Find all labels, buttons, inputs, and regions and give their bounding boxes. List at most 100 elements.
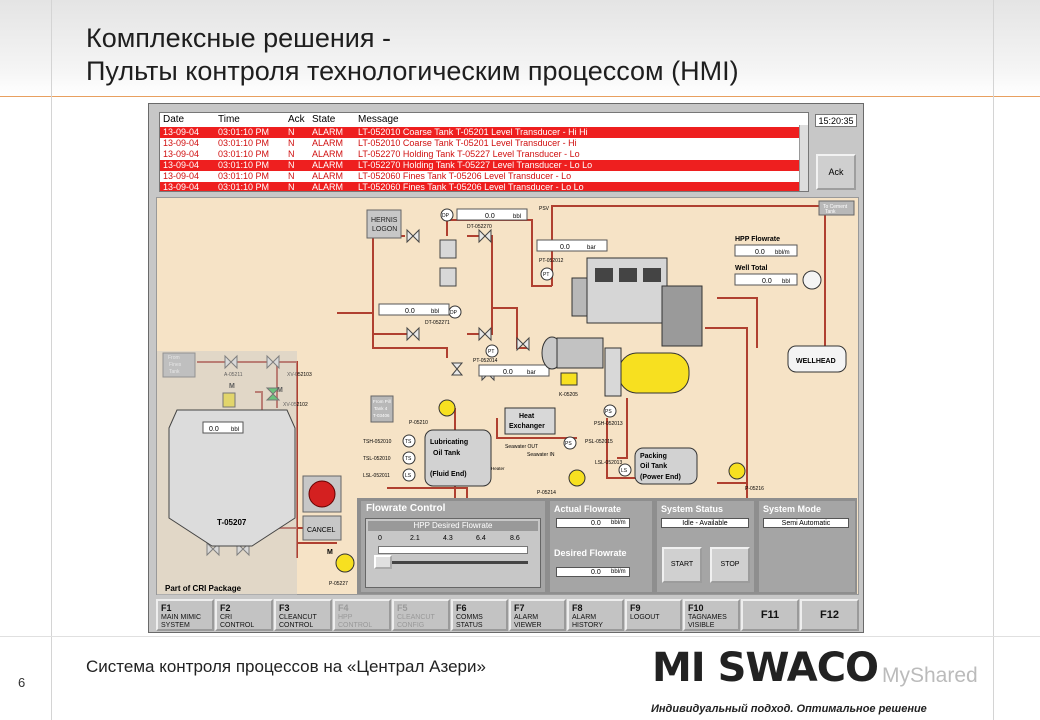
- cooler-fan-k-05205[interactable]: [560, 372, 578, 386]
- p-05214-tag: P-05214: [537, 490, 556, 496]
- alarm-ack: N: [288, 182, 295, 192]
- well-gauge: [802, 270, 822, 290]
- flowrate-control-title: Flowrate Control: [366, 503, 446, 514]
- heat-exchanger[interactable]: [504, 407, 556, 435]
- alarm-time: 03:01:10 PM: [218, 171, 270, 181]
- packing-tank-label-1: Packing: [640, 453, 667, 460]
- fkey-code: F11: [760, 609, 780, 621]
- hernis-logon-button[interactable]: [366, 209, 402, 239]
- from-fines-label-2: Fines: [169, 362, 182, 368]
- hernis-logon-label-2: LOGON: [372, 226, 397, 233]
- ls-packing-instrument[interactable]: [618, 463, 632, 477]
- fkey-f1[interactable]: F1 MAIN MIMIC SYSTEM: [156, 599, 214, 631]
- function-key-bar: F1 MAIN MIMIC SYSTEM F2 CRI CONTROL F3 C…: [156, 599, 859, 631]
- pump-p-05210[interactable]: [438, 399, 456, 417]
- desired-flowrate-title: Desired Flowrate: [554, 548, 627, 558]
- slider-tick-1: 2.1: [410, 535, 420, 542]
- packing-oil-tank[interactable]: [634, 447, 698, 485]
- alarm-row[interactable]: 13-09-04 03:01:10 PM N ALARM LT-052010 C…: [160, 127, 800, 138]
- well-total-readout: [734, 273, 798, 286]
- alarm-time: 03:01:10 PM: [218, 182, 270, 192]
- stop-button[interactable]: STOP: [710, 547, 750, 583]
- fkey-line1: TAGNAMES: [688, 614, 727, 621]
- system-status-title: System Status: [661, 504, 724, 514]
- pt-top-unit: bar: [587, 245, 596, 251]
- dp-top-label: DP: [442, 213, 450, 219]
- alarm-row[interactable]: 13-09-04 03:01:10 PM N ALARM LT-052270 H…: [160, 149, 800, 160]
- left-margin-line: [51, 0, 52, 720]
- alarm-date: 13-09-04: [163, 149, 200, 159]
- fkey-f5[interactable]: F5 CLEANCUT CONFIG: [392, 599, 450, 631]
- dp-top-instrument[interactable]: [440, 208, 454, 222]
- slider-thumb[interactable]: [374, 555, 392, 569]
- psl-052015-tag: PSL-052015: [585, 439, 613, 445]
- pt-mid-unit: bar: [527, 370, 536, 376]
- pt-top-value: 0.0: [560, 244, 570, 251]
- alarm-row[interactable]: 13-09-04 03:01:10 PM N ALARM LT-052010 C…: [160, 138, 800, 149]
- well-total-unit: bbl: [782, 279, 790, 285]
- fkey-f8[interactable]: F8 ALARM HISTORY: [567, 599, 624, 631]
- fkey-line2: CONTROL: [220, 622, 255, 629]
- fkey-f7[interactable]: F7 ALARM VIEWER: [509, 599, 566, 631]
- fkey-f3[interactable]: F3 CLEANCUT CONTROL: [274, 599, 332, 631]
- ts-high-instrument[interactable]: [402, 434, 416, 448]
- ls-low-instrument[interactable]: [402, 468, 416, 482]
- fkey-f2[interactable]: F2 CRI CONTROL: [215, 599, 273, 631]
- fkey-f4[interactable]: F4 HPP CONTROL: [333, 599, 391, 631]
- wellhead-box[interactable]: [787, 345, 847, 373]
- ts-low-instrument[interactable]: [402, 451, 416, 465]
- fkey-line2: STATUS: [456, 622, 483, 629]
- psh-label: PS: [605, 409, 612, 415]
- to-cement-tank-box[interactable]: [818, 200, 855, 216]
- alarm-row[interactable]: 13-09-04 03:01:10 PM N ALARM LT-052060 F…: [160, 171, 800, 182]
- pump-p-05214[interactable]: [568, 469, 586, 487]
- psv-tag: PSV: [539, 206, 550, 212]
- pt-top-instrument[interactable]: [540, 267, 554, 281]
- alarm-state: ALARM: [312, 171, 344, 181]
- xv-052102-m-label: M: [277, 387, 283, 394]
- pump-p-05216[interactable]: [728, 462, 746, 480]
- agitator-motor: [222, 392, 236, 408]
- fkey-f12[interactable]: F12: [800, 599, 859, 631]
- alarm-scrollbar[interactable]: [799, 125, 808, 191]
- alarm-ack: N: [288, 171, 295, 181]
- psh-instrument[interactable]: [603, 404, 617, 418]
- cancel-button[interactable]: [302, 515, 342, 541]
- system-mode-value[interactable]: Semi Automatic: [763, 518, 849, 528]
- ack-button[interactable]: Ack: [816, 154, 856, 190]
- alarm-message: LT-052010 Coarse Tank T-05201 Level Tran…: [358, 127, 588, 137]
- pump-cylinder-3: [643, 268, 661, 282]
- p-05216-tag: P-05216: [745, 486, 764, 492]
- wellhead-label: WELLHEAD: [796, 358, 836, 365]
- pt-mid-instrument[interactable]: [485, 344, 499, 358]
- fkey-f9[interactable]: F9 LOGOUT: [625, 599, 682, 631]
- header-divider: [0, 96, 1040, 97]
- fkey-line1: MAIN MIMIC: [161, 614, 202, 621]
- start-button[interactable]: START: [662, 547, 702, 583]
- lsl-label: LS: [405, 473, 412, 479]
- alarm-state: ALARM: [312, 127, 344, 137]
- fkey-code: F8: [572, 603, 583, 613]
- pump-p-05227[interactable]: [335, 553, 355, 573]
- dt-052271-tag: DT-052271: [425, 320, 450, 326]
- desired-flowrate-readout[interactable]: 0.0 bbl/m: [556, 567, 630, 577]
- fkey-f6[interactable]: F6 COMMS STATUS: [451, 599, 508, 631]
- hernis-logon-label-1: HERNIS: [371, 217, 398, 224]
- fkey-line1: ALARM: [572, 614, 597, 621]
- alarm-list[interactable]: Date Time Ack State Message 13-09-04 03:…: [159, 112, 809, 192]
- lube-oil-tank[interactable]: [424, 429, 492, 487]
- alarm-state: ALARM: [312, 182, 344, 192]
- slider-tick-2: 4.3: [443, 535, 453, 542]
- tank-t-05207[interactable]: [168, 409, 296, 547]
- psl-instrument[interactable]: [563, 436, 577, 450]
- alarm-time: 03:01:10 PM: [218, 160, 270, 170]
- hmi-screen: Date Time Ack State Message 13-09-04 03:…: [148, 103, 864, 633]
- alarm-row[interactable]: 13-09-04 03:01:10 PM N ALARM LT-052270 H…: [160, 160, 800, 171]
- fkey-f10[interactable]: F10 TAGNAMES VISIBLE: [683, 599, 740, 631]
- fkey-f11[interactable]: F11: [741, 599, 799, 631]
- from-pill-tank-box[interactable]: [370, 395, 394, 423]
- xv-052102-valve[interactable]: [265, 387, 281, 401]
- alarm-row[interactable]: 13-09-04 03:01:10 PM N ALARM LT-052060 F…: [160, 182, 800, 192]
- slider-track[interactable]: [378, 561, 528, 564]
- from-fines-tank-box[interactable]: [162, 352, 196, 378]
